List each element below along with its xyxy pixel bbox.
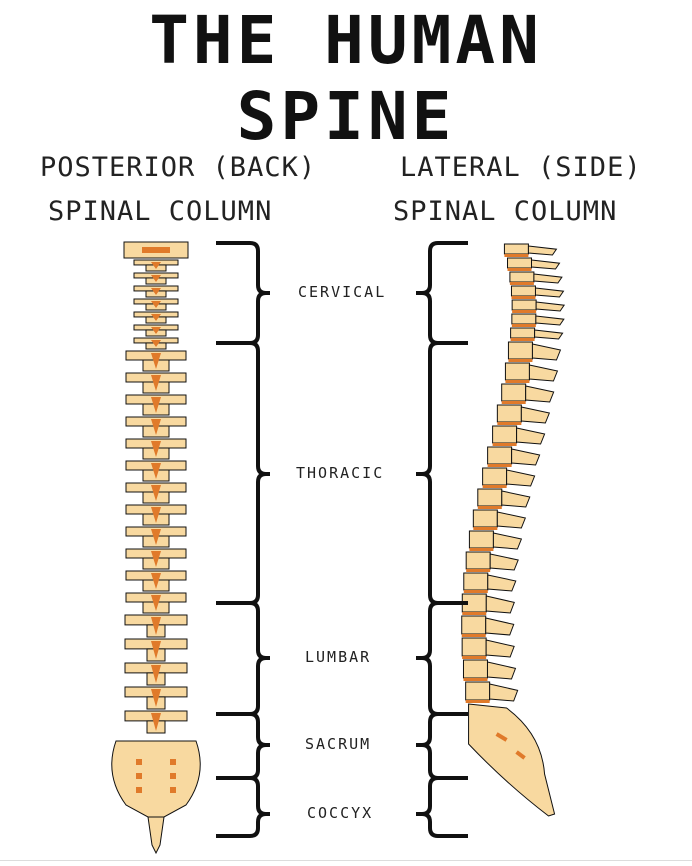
lumbar-bracket-left [216,603,270,714]
lateral-vertebra [462,616,514,637]
right-bracket [416,243,468,836]
page-bottom-border [0,860,692,861]
vertebra [126,461,186,481]
thoracic-bracket-left [216,343,270,603]
lateral-vertebra [508,258,560,271]
vertebra [126,505,186,525]
lateral-vertebra [512,300,564,313]
coccyx-bracket-right [416,778,468,836]
lateral-spine [462,244,564,816]
lumbar-bracket-right [416,603,468,714]
lateral-vertebra [469,531,521,551]
cervical-bracket-left [216,243,270,343]
lateral-vertebra [510,272,562,285]
vertebra [134,338,178,349]
vertebra [125,663,187,685]
vertebra [134,260,178,271]
lateral-sacrum [469,704,555,816]
vertebra [126,593,186,613]
label-cervical: CERVICAL [298,283,386,301]
vertebra [126,417,186,437]
vertebra [126,527,186,547]
lateral-vertebra [504,244,556,257]
atlas-mark [142,247,170,253]
lateral-vertebra [462,638,514,659]
lateral-vertebra [502,384,554,404]
lateral-vertebra [511,286,563,299]
vertebra [125,687,187,709]
posterior-spine [112,242,200,853]
label-sacrum: SACRUM [305,735,371,753]
vertebra [125,711,187,733]
lateral-vertebra [493,426,545,446]
label-coccyx: COCCYX [307,804,373,822]
vertebra [134,299,178,310]
lateral-vertebra [473,510,525,530]
lateral-vertebra [466,552,518,572]
lateral-vertebra [488,447,540,467]
vertebra [125,639,187,661]
lateral-vertebra [462,594,514,615]
left-bracket [216,243,270,836]
lateral-vertebra [497,405,549,425]
label-lumbar: LUMBAR [305,648,371,666]
thoracic-bracket-right [416,343,468,603]
coccyx [148,817,164,853]
vertebra [126,483,186,503]
vertebra [134,273,178,284]
vertebra [125,615,187,637]
lateral-vertebra [512,314,564,327]
vertebra [134,325,178,336]
lateral-vertebra [505,363,557,383]
lateral-vertebra [483,468,535,488]
vertebra [134,312,178,323]
lateral-vertebra [478,489,530,509]
coccyx-bracket-left [216,778,270,836]
lateral-vertebra [511,328,563,341]
lateral-vertebra [463,660,515,681]
vertebra [126,439,186,459]
lateral-vertebra [464,573,516,593]
cervical-bracket-right [416,243,468,343]
vertebra [134,286,178,297]
vertebra [126,549,186,569]
vertebra [126,571,186,591]
sacrum-bracket-left [216,714,270,778]
vertebra [126,351,186,371]
label-thoracic: THORACIC [296,464,384,482]
lateral-vertebra [508,342,560,362]
lateral-vertebra [466,682,518,703]
sacrum-bracket-right [416,714,468,778]
vertebra [126,373,186,393]
vertebra [126,395,186,415]
sacrum [112,741,200,817]
